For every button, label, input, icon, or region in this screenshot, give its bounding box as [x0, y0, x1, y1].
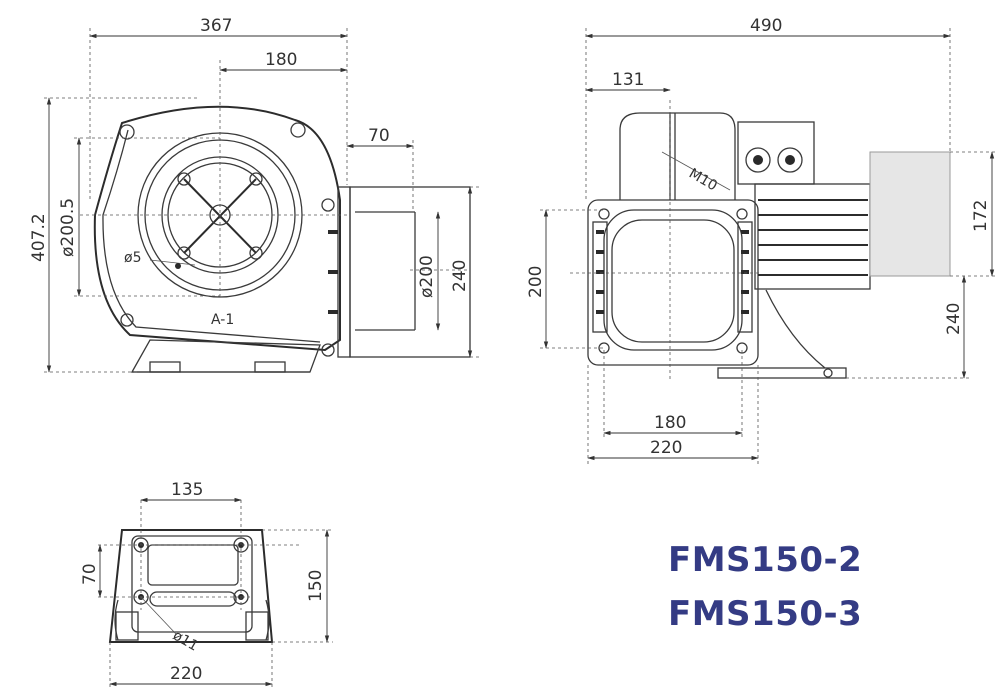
dim-front-367: 367	[200, 16, 232, 36]
dim-side-490: 490	[750, 16, 782, 36]
dim-front-407: 407.2	[29, 213, 49, 262]
section-label: A-1	[211, 312, 234, 328]
dim-front-d5: ø5	[124, 250, 141, 266]
model-label-1: FMS150-2	[668, 540, 863, 580]
dim-front-d200: ø200	[417, 255, 437, 298]
dim-side-131: 131	[612, 70, 644, 90]
base-view: 135 70 150 220 ø11	[80, 480, 333, 690]
model-label-2: FMS150-3	[668, 594, 863, 634]
dim-side-240: 240	[944, 303, 964, 335]
dim-front-180: 180	[265, 50, 297, 70]
dim-base-70: 70	[80, 563, 100, 585]
dim-side-200: 200	[526, 266, 546, 298]
dim-side-220: 220	[650, 438, 682, 458]
dim-base-150: 150	[306, 570, 326, 602]
front-view: 367 180 70 407.2 ø200.5 ø200 240 ø5 A-1	[29, 16, 480, 373]
dim-front-d2005: ø200.5	[58, 198, 78, 257]
dim-side-m10: M10	[686, 166, 720, 195]
dim-base-220: 220	[170, 664, 202, 684]
dim-front-70: 70	[368, 126, 390, 146]
dim-side-172: 172	[971, 200, 991, 232]
dim-side-180: 180	[654, 413, 686, 433]
dim-base-135: 135	[171, 480, 203, 500]
dim-front-240: 240	[450, 260, 470, 292]
side-view: M10 490 131 172 200 240 180 220	[526, 16, 998, 465]
